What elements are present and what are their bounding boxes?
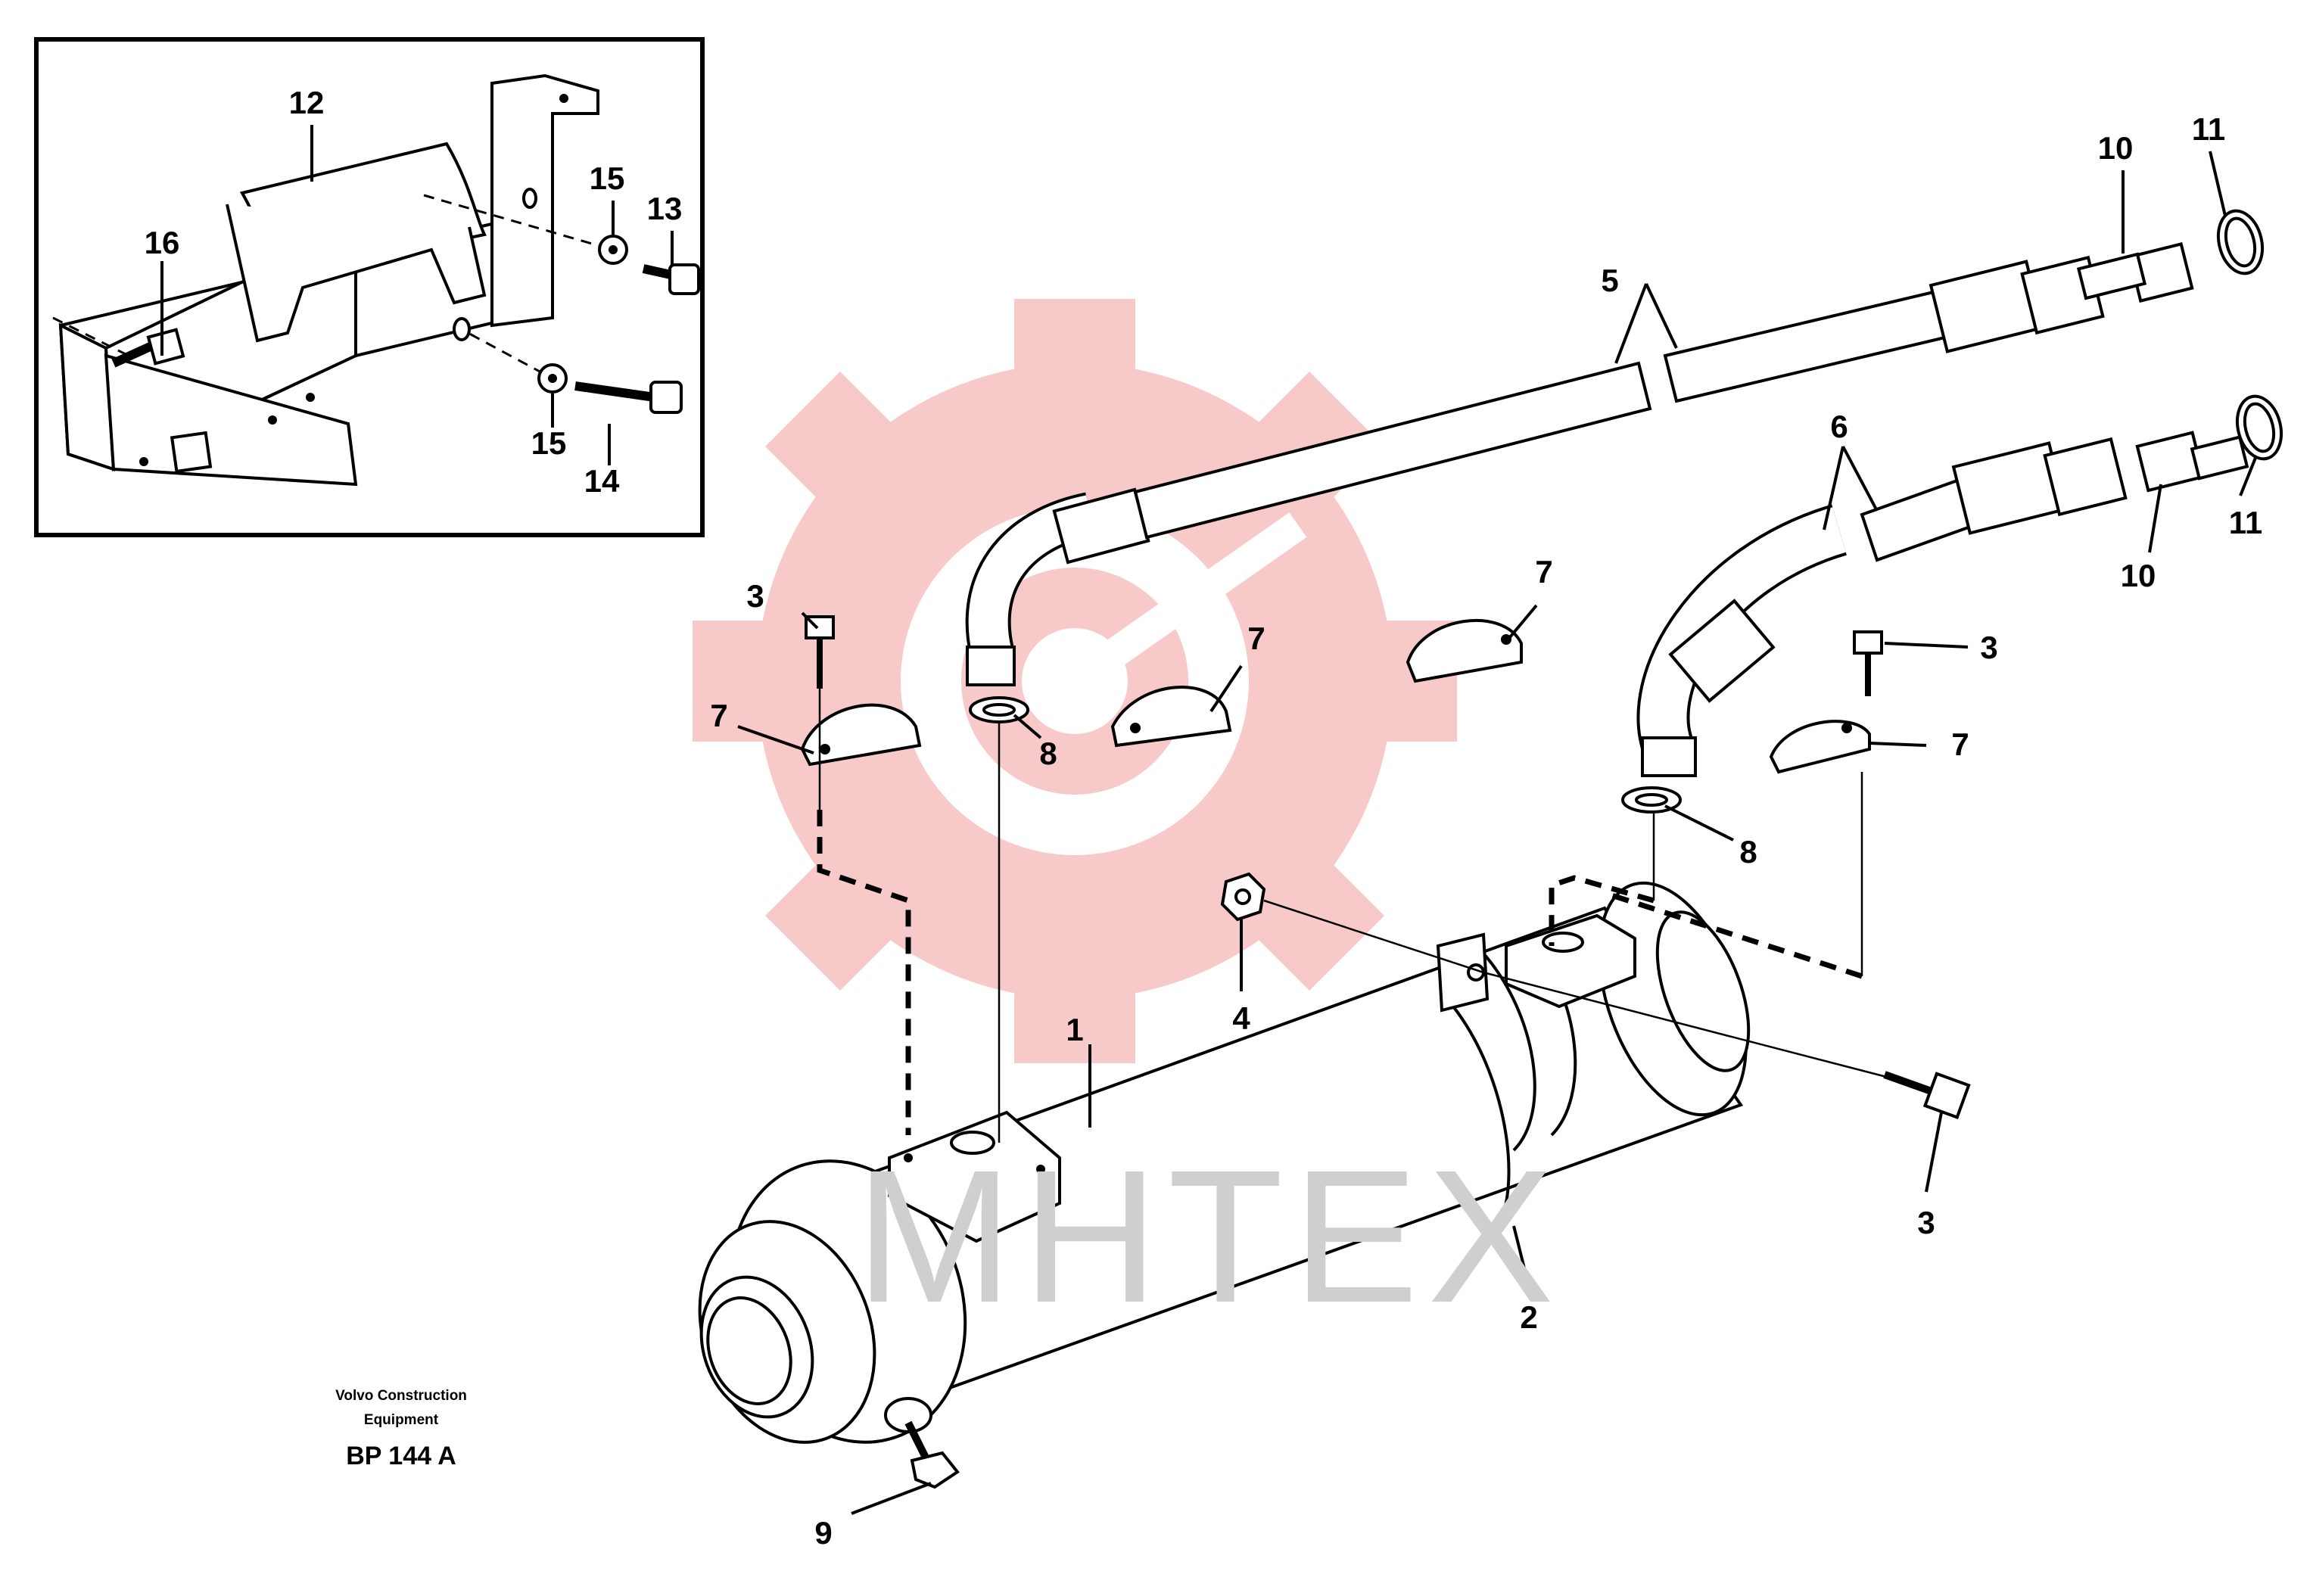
nut-4-icon	[1220, 872, 1266, 922]
callout-1: 1	[1066, 1012, 1083, 1047]
callout-12: 12	[289, 85, 325, 120]
o-ring-11-top-icon	[2216, 209, 2265, 275]
callout-15-bottom: 15	[531, 425, 567, 461]
drain-plug-9-icon	[904, 1420, 960, 1489]
inset-detail-panel	[34, 37, 705, 537]
callout-7-c: 7	[1535, 554, 1552, 590]
adapter-10-top-icon	[2076, 241, 2194, 303]
callout-9: 9	[814, 1515, 832, 1551]
oil-cooler-1	[698, 881, 1751, 1444]
callout-5: 5	[1601, 263, 1618, 298]
callout-3-bottom: 3	[1917, 1205, 1935, 1240]
clamp-7-c-icon	[1406, 619, 1523, 683]
callout-7-b: 7	[1247, 621, 1265, 656]
callout-15-top: 15	[590, 160, 625, 196]
watermark-text: MHTEX	[855, 1131, 1563, 1342]
callout-11-bottom: 11	[2229, 505, 2262, 540]
callout-7-d: 7	[1951, 726, 1969, 762]
clamp-7-a-icon	[800, 703, 922, 767]
callout-labels: 1 2 3 3 3 4 5 6 7 7 7 7 8 8 9 10 10 11 1…	[145, 85, 2263, 1551]
leader-lines	[737, 151, 2257, 1515]
screw-3-right-icon	[1853, 630, 1883, 696]
drawing-caption: Volvo Construction Equipment BP 144 A	[335, 1388, 467, 1470]
watermark-gear-icon	[693, 299, 1457, 1063]
callout-11-top: 11	[2192, 111, 2225, 147]
washer-15-bottom-icon	[537, 363, 568, 394]
adapter-10-bottom-icon	[2135, 431, 2249, 493]
bolt-14-icon	[574, 381, 683, 414]
clamp-7-b-icon	[1110, 686, 1232, 748]
hose-5	[965, 255, 2105, 686]
callout-10-bottom: 10	[2121, 558, 2156, 593]
hose-6	[1636, 437, 2128, 777]
callout-3-right: 3	[1980, 630, 1997, 665]
callout-2: 2	[1520, 1299, 1537, 1335]
callout-10-top: 10	[2098, 130, 2134, 166]
caption-drawing-code: BP 144 A	[346, 1442, 456, 1470]
o-ring-11-bottom-icon	[2235, 394, 2283, 461]
screw-3-bottom-icon	[1883, 1071, 1971, 1120]
callout-13: 13	[647, 191, 683, 226]
clamp-7-d-icon	[1769, 720, 1871, 774]
callout-8-right: 8	[1739, 834, 1757, 870]
callout-8-left: 8	[1039, 736, 1057, 771]
callout-7-a: 7	[710, 698, 727, 733]
callout-4: 4	[1232, 1000, 1250, 1036]
bolt-16-icon	[111, 328, 185, 368]
callout-6: 6	[1830, 409, 1848, 444]
seal-8-left-icon	[969, 696, 1029, 723]
callout-3-left: 3	[746, 578, 764, 614]
callout-16: 16	[145, 225, 180, 260]
caption-company-line2: Equipment	[364, 1412, 439, 1428]
bracket-2	[1436, 932, 1511, 1227]
washer-15-top-icon	[598, 235, 628, 265]
screw-3-left-icon	[805, 615, 835, 689]
caption-company-line1: Volvo Construction	[335, 1388, 467, 1404]
bolt-13-icon	[642, 263, 700, 295]
callout-14: 14	[584, 463, 620, 499]
